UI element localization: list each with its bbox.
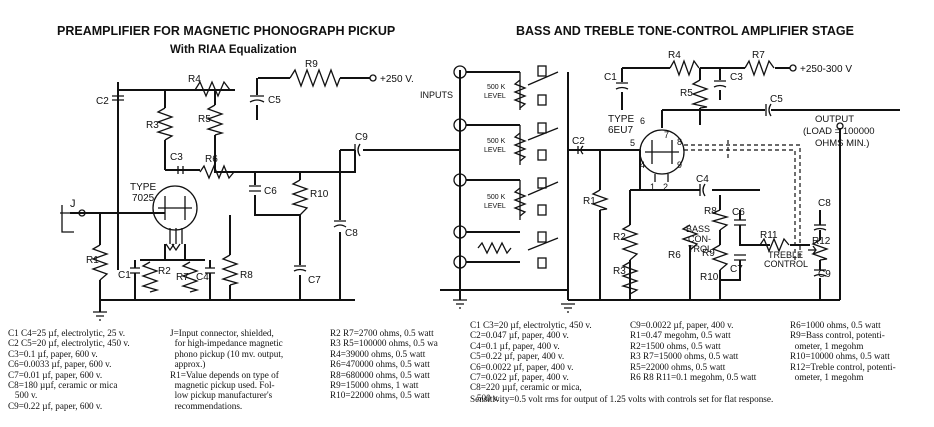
label-r2: R2 (158, 266, 171, 277)
label-level3: LEVEL (484, 203, 506, 210)
label-inputs: INPUTS (420, 90, 453, 100)
label-r1-right: R1 (583, 196, 596, 207)
parts-list-right-2: C9=0.0022 µf, paper, 400 v. R1=0.47 mego… (630, 320, 757, 383)
label-type-left: TYPE (130, 182, 156, 193)
label-c8-right: C8 (818, 198, 831, 209)
label-treble2: CONTROL (764, 259, 808, 269)
label-pot2: 500 K (487, 138, 506, 145)
label-c4-right: C4 (696, 174, 709, 185)
label-c2: C2 (96, 96, 109, 107)
left-subtitle: With RIAA Equalization (170, 44, 297, 56)
label-r5: R5 (198, 114, 211, 125)
label-pin4: 4 (640, 160, 645, 170)
left-title: PREAMPLIFIER FOR MAGNETIC PHONOGRAPH PIC… (57, 24, 395, 38)
label-c4: C4 (196, 272, 209, 283)
label-pin1: 1 (650, 182, 655, 192)
label-c2-selector: C2 (572, 136, 585, 147)
label-c5: C5 (268, 95, 281, 106)
label-pin6: 6 (640, 116, 645, 126)
parts-list-left-1: C1 C4=25 µf, electrolytic, 25 v. C2 C5=2… (8, 328, 130, 411)
label-output: OUTPUT (815, 114, 854, 125)
label-load1: (LOAD = 100000 (803, 126, 875, 137)
label-c1: C1 (118, 270, 131, 281)
label-pin2: 2 (663, 182, 668, 192)
label-r4: R4 (188, 74, 201, 85)
label-pot3: 500 K (487, 194, 506, 201)
label-c1-right: C1 (604, 72, 617, 83)
label-r6-right: R6 (668, 250, 681, 261)
label-type-right: TYPE (608, 114, 634, 125)
label-c9: C9 (355, 132, 368, 143)
label-r11: R11 (760, 230, 778, 241)
supply-terminal-left (369, 74, 377, 82)
label-level2: LEVEL (484, 147, 506, 154)
label-bass3: TROL (688, 244, 712, 254)
label-r2-right: R2 (613, 232, 626, 243)
label-treble1: TREBLE (768, 250, 803, 260)
label-pin8: 8 (677, 137, 682, 147)
label-r9: R9 (305, 59, 318, 70)
label-tube-left: 7025 (132, 193, 155, 204)
label-r7: R7 (176, 272, 189, 283)
label-c3-right: C3 (730, 72, 743, 83)
tone-control-circuit: R4 R7 +250-300 V C1 C3 R5 C5 TYPE 6EU7 6… (561, 50, 900, 313)
label-r1: R1 (86, 255, 99, 266)
sensitivity-note: Sensitivity=0.5 volt rms for output of 1… (470, 394, 774, 404)
label-c6-right: C6 (732, 207, 745, 218)
label-c7-right: C7 (730, 264, 743, 275)
label-r4-right: R4 (668, 50, 681, 61)
label-c8: C8 (345, 228, 358, 239)
label-supply-left: +250 V. (380, 74, 414, 85)
label-r12: R12 (812, 236, 831, 247)
label-r10: R10 (310, 189, 329, 200)
label-c3: C3 (170, 152, 183, 163)
label-c6: C6 (264, 186, 277, 197)
label-c5-right: C5 (770, 94, 783, 105)
label-r8-right: R8 (704, 206, 717, 217)
label-tube-right: 6EU7 (608, 125, 633, 136)
label-load2: OHMS MIN.) (815, 138, 869, 149)
label-r10-right: R10 (700, 272, 719, 283)
label-bass2: CON- (688, 234, 711, 244)
label-r3: R3 (146, 120, 159, 131)
label-supply-right: +250-300 V (800, 64, 852, 75)
label-r7-right: R7 (752, 50, 765, 61)
label-pin5: 5 (630, 138, 635, 148)
label-level1: LEVEL (484, 93, 506, 100)
parts-list-right-3: R6=1000 ohms, 0.5 watt R9=Bass control, … (790, 320, 896, 383)
label-r3-right: R3 (613, 266, 626, 277)
label-r9-right: R9 (702, 248, 715, 259)
parts-list-right-1: C1 C3=20 µf, electrolytic, 450 v. C2=0.0… (470, 320, 592, 403)
label-pin7: 7 (664, 130, 669, 140)
parts-list-left-2: J=Input connector, shielded, for high-im… (170, 328, 284, 411)
tube-7025 (152, 185, 198, 231)
label-c9-right: C9 (818, 269, 831, 280)
label-bass1: BASS (686, 224, 710, 234)
preamp-circuit: C2 R4 R9 +250 V. C5 R3 R5 C3 R6 C9 TYPE … (60, 59, 460, 321)
input-selector: INPUTS 500 K LEVEL 500 K LEVEL 500 K LEV… (420, 65, 610, 309)
label-j: J (70, 198, 76, 210)
label-c7: C7 (308, 275, 321, 286)
right-title: BASS AND TREBLE TONE-CONTROL AMPLIFIER S… (516, 24, 854, 38)
label-r6: R6 (205, 154, 218, 165)
label-r8: R8 (240, 270, 253, 281)
label-pot1: 500 K (487, 84, 506, 91)
parts-list-left-3: R2 R7=2700 ohms, 0.5 watt R3 R5=100000 o… (330, 328, 438, 401)
label-pin9: 9 (677, 160, 682, 170)
label-r5-right: R5 (680, 88, 693, 99)
